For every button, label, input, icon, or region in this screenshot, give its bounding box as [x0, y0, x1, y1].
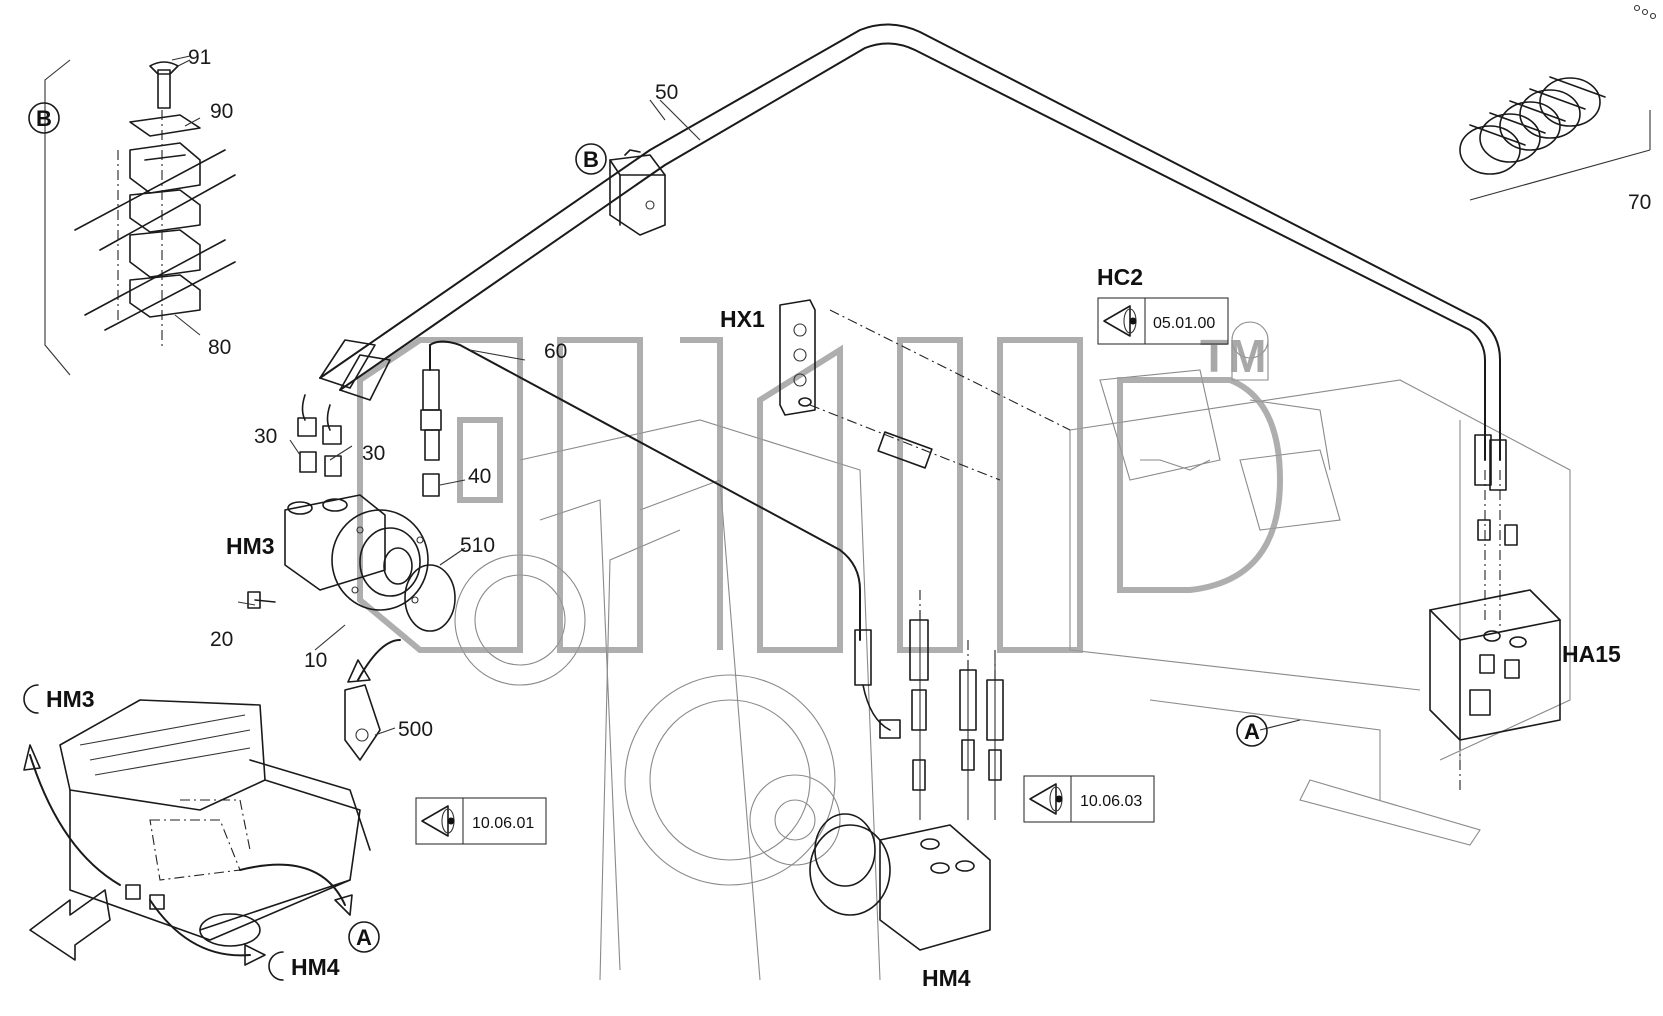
eye-icon [1029, 783, 1063, 815]
leader-lines [171, 55, 1301, 736]
part-number-30-left: 30 [254, 425, 277, 448]
valve-ha15 [1429, 434, 1561, 790]
svg-text:A: A [356, 925, 372, 950]
hm3-hose-fittings [297, 339, 442, 497]
hydraulic-line-60 [429, 340, 861, 641]
inset-label-hm4: HM4 [268, 951, 340, 981]
svg-text:B: B [583, 147, 599, 172]
part-number-30-right: 30 [362, 442, 385, 465]
motor-hm3 [247, 494, 456, 632]
o-ring-510 [404, 564, 456, 632]
inset-label-hm3: HM3 [23, 684, 95, 714]
watermark-logo: TM [357, 330, 1284, 653]
cable-ties-70 [1459, 76, 1651, 201]
hydraulic-line-50 [319, 23, 1501, 461]
part-number-90: 90 [210, 100, 233, 123]
part-number-70: 70 [1628, 191, 1651, 214]
clamp-block-b [609, 149, 666, 236]
part-numbers: 91 90 80 50 60 70 30 30 40 510 20 10 500 [188, 46, 1651, 741]
reference-box-left: 10.06.01 [415, 797, 547, 845]
svg-text:HM4: HM4 [291, 954, 340, 980]
reference-box-right: 10.06.03 [1023, 775, 1155, 823]
watermark-trademark: TM [1200, 330, 1266, 382]
label-hc2: HC2 [1097, 264, 1143, 290]
label-ha15: HA15 [1562, 641, 1621, 667]
reference-box-hc2: 05.01.00 [1097, 297, 1229, 345]
part-number-50: 50 [655, 81, 678, 104]
eye-icon [421, 805, 455, 837]
svg-text:B: B [36, 106, 52, 131]
manifold-hx1 [779, 299, 1071, 481]
part-number-20: 20 [210, 628, 233, 651]
part-number-40: 40 [468, 465, 491, 488]
view-marker-a-main: A [1236, 715, 1268, 747]
reference-hc2: 05.01.00 [1153, 315, 1215, 332]
part-number-60: 60 [544, 340, 567, 363]
label-hm3: HM3 [226, 533, 275, 559]
part-number-500: 500 [398, 718, 433, 741]
component-labels: HM3 HM4 HX1 HC2 HA15 [226, 264, 1621, 991]
reference-left: 10.06.01 [472, 815, 534, 832]
part-number-91: 91 [188, 46, 211, 69]
reference-right: 10.06.03 [1080, 793, 1142, 810]
part-number-10: 10 [304, 649, 327, 672]
view-marker-b-left: B [28, 102, 60, 134]
view-marker-a-inset: A [348, 921, 380, 953]
view-marker-b-line: B [575, 143, 607, 175]
direction-arrow-icon [29, 889, 111, 961]
motor-hm4 [809, 590, 1004, 951]
label-hm4: HM4 [922, 965, 971, 991]
label-hx1: HX1 [720, 306, 765, 332]
inset-vehicle [23, 639, 401, 966]
part-number-80: 80 [208, 336, 231, 359]
eye-icon [1103, 305, 1137, 337]
clamp-detail-b [44, 59, 236, 376]
part-number-510: 510 [460, 534, 495, 557]
tool-500 [344, 684, 381, 761]
corner-mark [1633, 4, 1657, 20]
svg-text:A: A [1244, 719, 1260, 744]
o-ring-hm4 [814, 813, 876, 887]
svg-text:HM3: HM3 [46, 686, 95, 712]
